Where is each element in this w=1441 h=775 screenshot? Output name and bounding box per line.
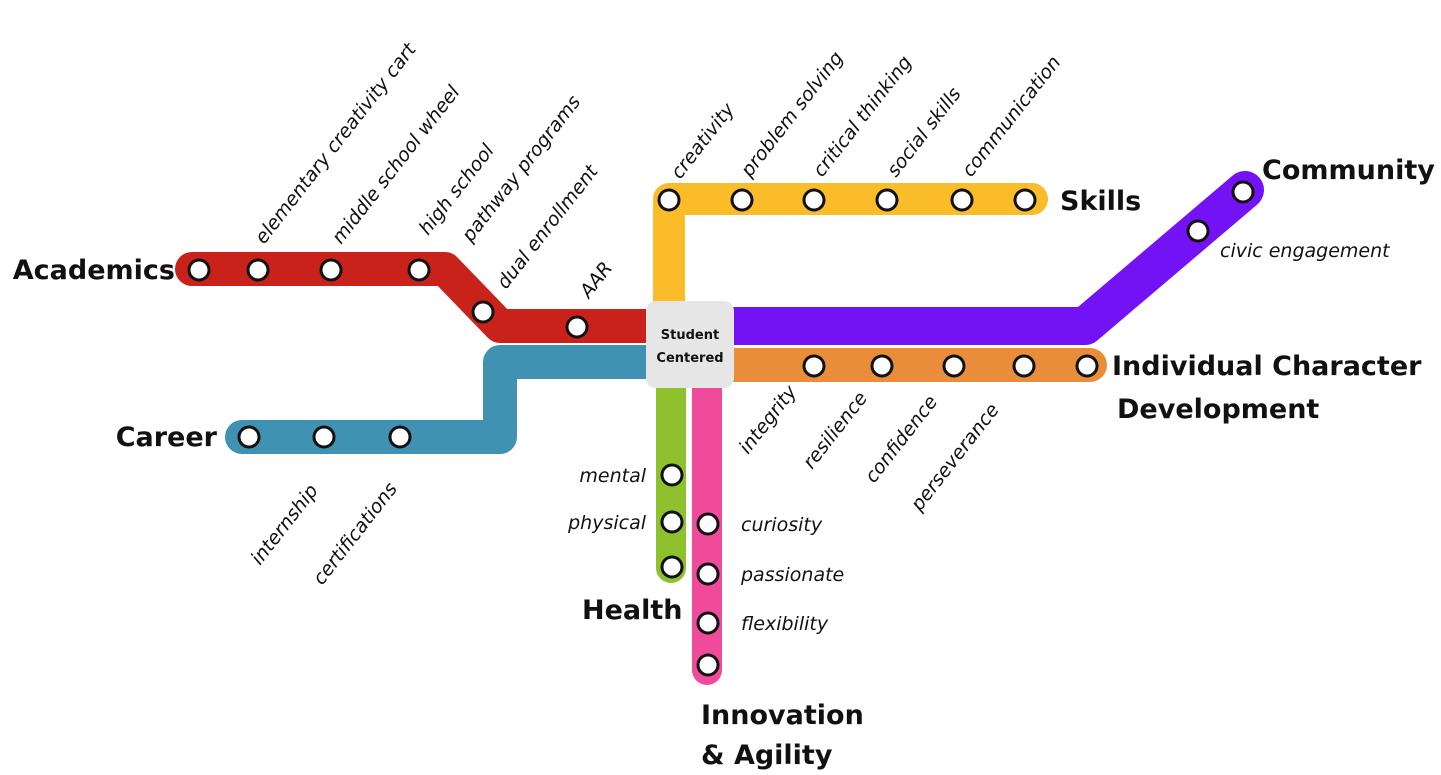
stop-label-civic-engagement: civic engagement	[1220, 240, 1391, 262]
skills-stations	[657, 188, 1037, 212]
station-critical-thinking	[802, 188, 826, 212]
stop-label-integrity: integrity	[735, 381, 802, 458]
station-social-skills	[875, 188, 899, 212]
innovation-stations	[696, 512, 720, 677]
community-stations	[1186, 180, 1255, 243]
career-stations	[237, 425, 412, 449]
station-passionate	[696, 562, 720, 586]
line-name-health: Health	[582, 595, 683, 626]
station-innovation-terminal	[696, 653, 720, 677]
station-middle-school-wheel	[319, 258, 343, 282]
station-skills-terminal	[1013, 188, 1037, 212]
line-name-character-1: Individual Character	[1112, 351, 1422, 382]
line-name-innovation-1: Innovation	[701, 700, 864, 731]
station-health-terminal	[660, 555, 684, 579]
stop-label-creativity: creativity	[667, 98, 740, 183]
station-certifications	[388, 425, 412, 449]
academics-line	[175, 252, 707, 343]
station-perseverance	[1012, 354, 1036, 378]
stop-label-curiosity: curiosity	[741, 514, 823, 536]
line-name-innovation-2: & Agility	[701, 740, 833, 771]
stop-label-resilience: resilience	[799, 388, 872, 473]
line-name-community: Community	[1262, 155, 1435, 186]
career-line	[225, 345, 707, 454]
line-name-academics: Academics	[13, 255, 175, 286]
stop-label-aar: AAR	[574, 258, 617, 304]
health-stations	[660, 463, 684, 579]
station-communication	[950, 188, 974, 212]
stop-label-communication: communication	[958, 52, 1066, 181]
student-centered-hub	[646, 301, 734, 388]
stop-label-mental: mental	[579, 465, 646, 487]
line-name-career: Career	[116, 422, 218, 453]
station-confidence	[942, 354, 966, 378]
stop-label-internship: internship	[247, 480, 323, 569]
stop-label-certifications: certifications	[309, 478, 402, 589]
line-name-character-2: Development	[1117, 394, 1319, 425]
station-dual-enrollment	[471, 300, 495, 324]
station-integrity	[802, 354, 826, 378]
hub-label-line2: Centered	[656, 351, 723, 366]
station-internship	[312, 425, 336, 449]
stop-label-passionate: passionate	[740, 564, 844, 586]
station-high-school	[407, 258, 431, 282]
station-resilience	[870, 354, 894, 378]
stop-label-elementary-creativity-cart: elementary creativity cart	[251, 38, 422, 248]
station-academics-terminal	[187, 258, 211, 282]
station-aar	[565, 315, 589, 339]
station-elementary-creativity-cart	[246, 258, 270, 282]
station-character-terminal	[1075, 354, 1099, 378]
stop-label-physical: physical	[567, 512, 647, 534]
hub-label-line1: Student	[661, 328, 719, 343]
line-name-skills: Skills	[1060, 186, 1141, 217]
stop-label-flexibility: flexibility	[741, 613, 829, 635]
academics-stations	[187, 258, 589, 339]
station-career-terminal	[237, 425, 261, 449]
station-flexibility	[696, 611, 720, 635]
station-civic-engagement	[1186, 219, 1210, 243]
station-creativity	[657, 188, 681, 212]
stop-label-social-skills: social skills	[883, 83, 966, 181]
station-physical	[660, 510, 684, 534]
station-problem-solving	[730, 188, 754, 212]
station-community-terminal	[1231, 180, 1255, 204]
character-stations	[802, 354, 1099, 378]
station-mental	[660, 463, 684, 487]
station-curiosity	[696, 512, 720, 536]
